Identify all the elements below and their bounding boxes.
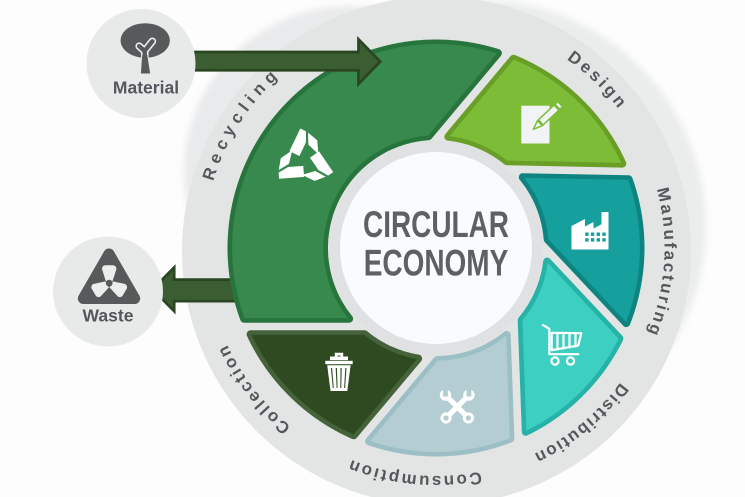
svg-text:Waste: Waste (83, 306, 134, 326)
svg-text:CIRCULAR: CIRCULAR (363, 203, 509, 245)
svg-text:ECONOMY: ECONOMY (364, 242, 509, 284)
svg-text:Material: Material (113, 78, 179, 98)
